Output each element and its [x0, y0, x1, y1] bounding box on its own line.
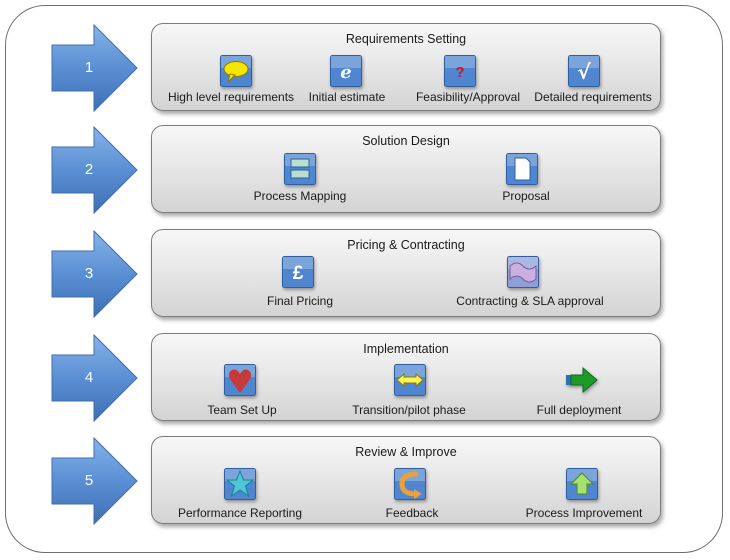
item-label: Process Improvement [525, 506, 643, 520]
stage-panel-review: Review & Improve Performance Reporting F… [151, 436, 661, 524]
stage-arrow-1: 1 [50, 23, 140, 113]
stage-arrow-2: 2 [50, 125, 140, 215]
stage-title: Solution Design [362, 134, 450, 148]
item-label: Final Pricing [266, 294, 334, 308]
stage-title: Implementation [363, 342, 449, 356]
item-label: Team Set Up [207, 403, 277, 417]
item-label: Feasibility/Approval [415, 90, 521, 104]
process-box-icon [284, 153, 316, 185]
stage-panel-implementation: Implementation Team Set Up Transition/pi… [151, 333, 661, 421]
heart-icon [224, 364, 256, 396]
stage-panel-pricing: Pricing & Contracting £ Final Pricing Co… [151, 229, 661, 317]
item-label: Transition/pilot phase [352, 403, 466, 417]
item-label: Feedback [385, 506, 439, 520]
star-icon [224, 468, 256, 500]
stage-title: Requirements Setting [345, 32, 467, 46]
pound-sign-icon: £ [282, 256, 314, 288]
stage-title: Pricing & Contracting [347, 238, 465, 252]
stage-arrow-5: 5 [50, 436, 140, 526]
stage-number: 1 [84, 59, 94, 76]
stage-number: 3 [84, 265, 94, 282]
stage-arrow-4: 4 [50, 333, 140, 423]
stage-panel-solution-design: Solution Design Process Mapping Proposal [151, 125, 661, 213]
item-label: Initial estimate [308, 90, 386, 104]
item-label: Full deployment [536, 403, 622, 417]
item-label: High level requirements [167, 90, 295, 104]
arrow-shape [51, 436, 138, 526]
up-arrow-icon [566, 468, 598, 500]
right-arrow-icon [566, 364, 598, 396]
item-label: Performance Reporting [177, 506, 303, 520]
stage-number: 2 [84, 161, 94, 178]
stage-title: Review & Improve [355, 445, 457, 459]
wave-flag-icon [507, 256, 539, 288]
svg-text:e: e [340, 62, 351, 83]
document-icon [506, 153, 538, 185]
svg-text:£: £ [293, 263, 304, 284]
arrow-shape [51, 229, 138, 319]
letter-e-icon: e [330, 55, 362, 87]
question-mark-icon: ? [444, 55, 476, 87]
stage-number: 5 [84, 472, 94, 489]
checkmark-icon: √ [568, 55, 600, 87]
double-arrow-icon [394, 364, 426, 396]
u-turn-arrow-icon [394, 468, 426, 500]
arrow-shape [51, 125, 138, 215]
arrow-shape [51, 333, 138, 423]
item-label: Contracting & SLA approval [456, 294, 604, 308]
stage-number: 4 [84, 369, 94, 386]
stage-panel-requirements: Requirements Setting High level requirem… [151, 23, 661, 111]
speech-bubble-icon [220, 55, 252, 87]
svg-text:√: √ [577, 60, 591, 84]
item-label: Proposal [502, 189, 550, 203]
item-label: Detailed requirements [534, 90, 652, 104]
svg-text:?: ? [455, 64, 464, 81]
item-label: Process Mapping [253, 189, 347, 203]
stage-arrow-3: 3 [50, 229, 140, 319]
arrow-shape [51, 23, 138, 113]
